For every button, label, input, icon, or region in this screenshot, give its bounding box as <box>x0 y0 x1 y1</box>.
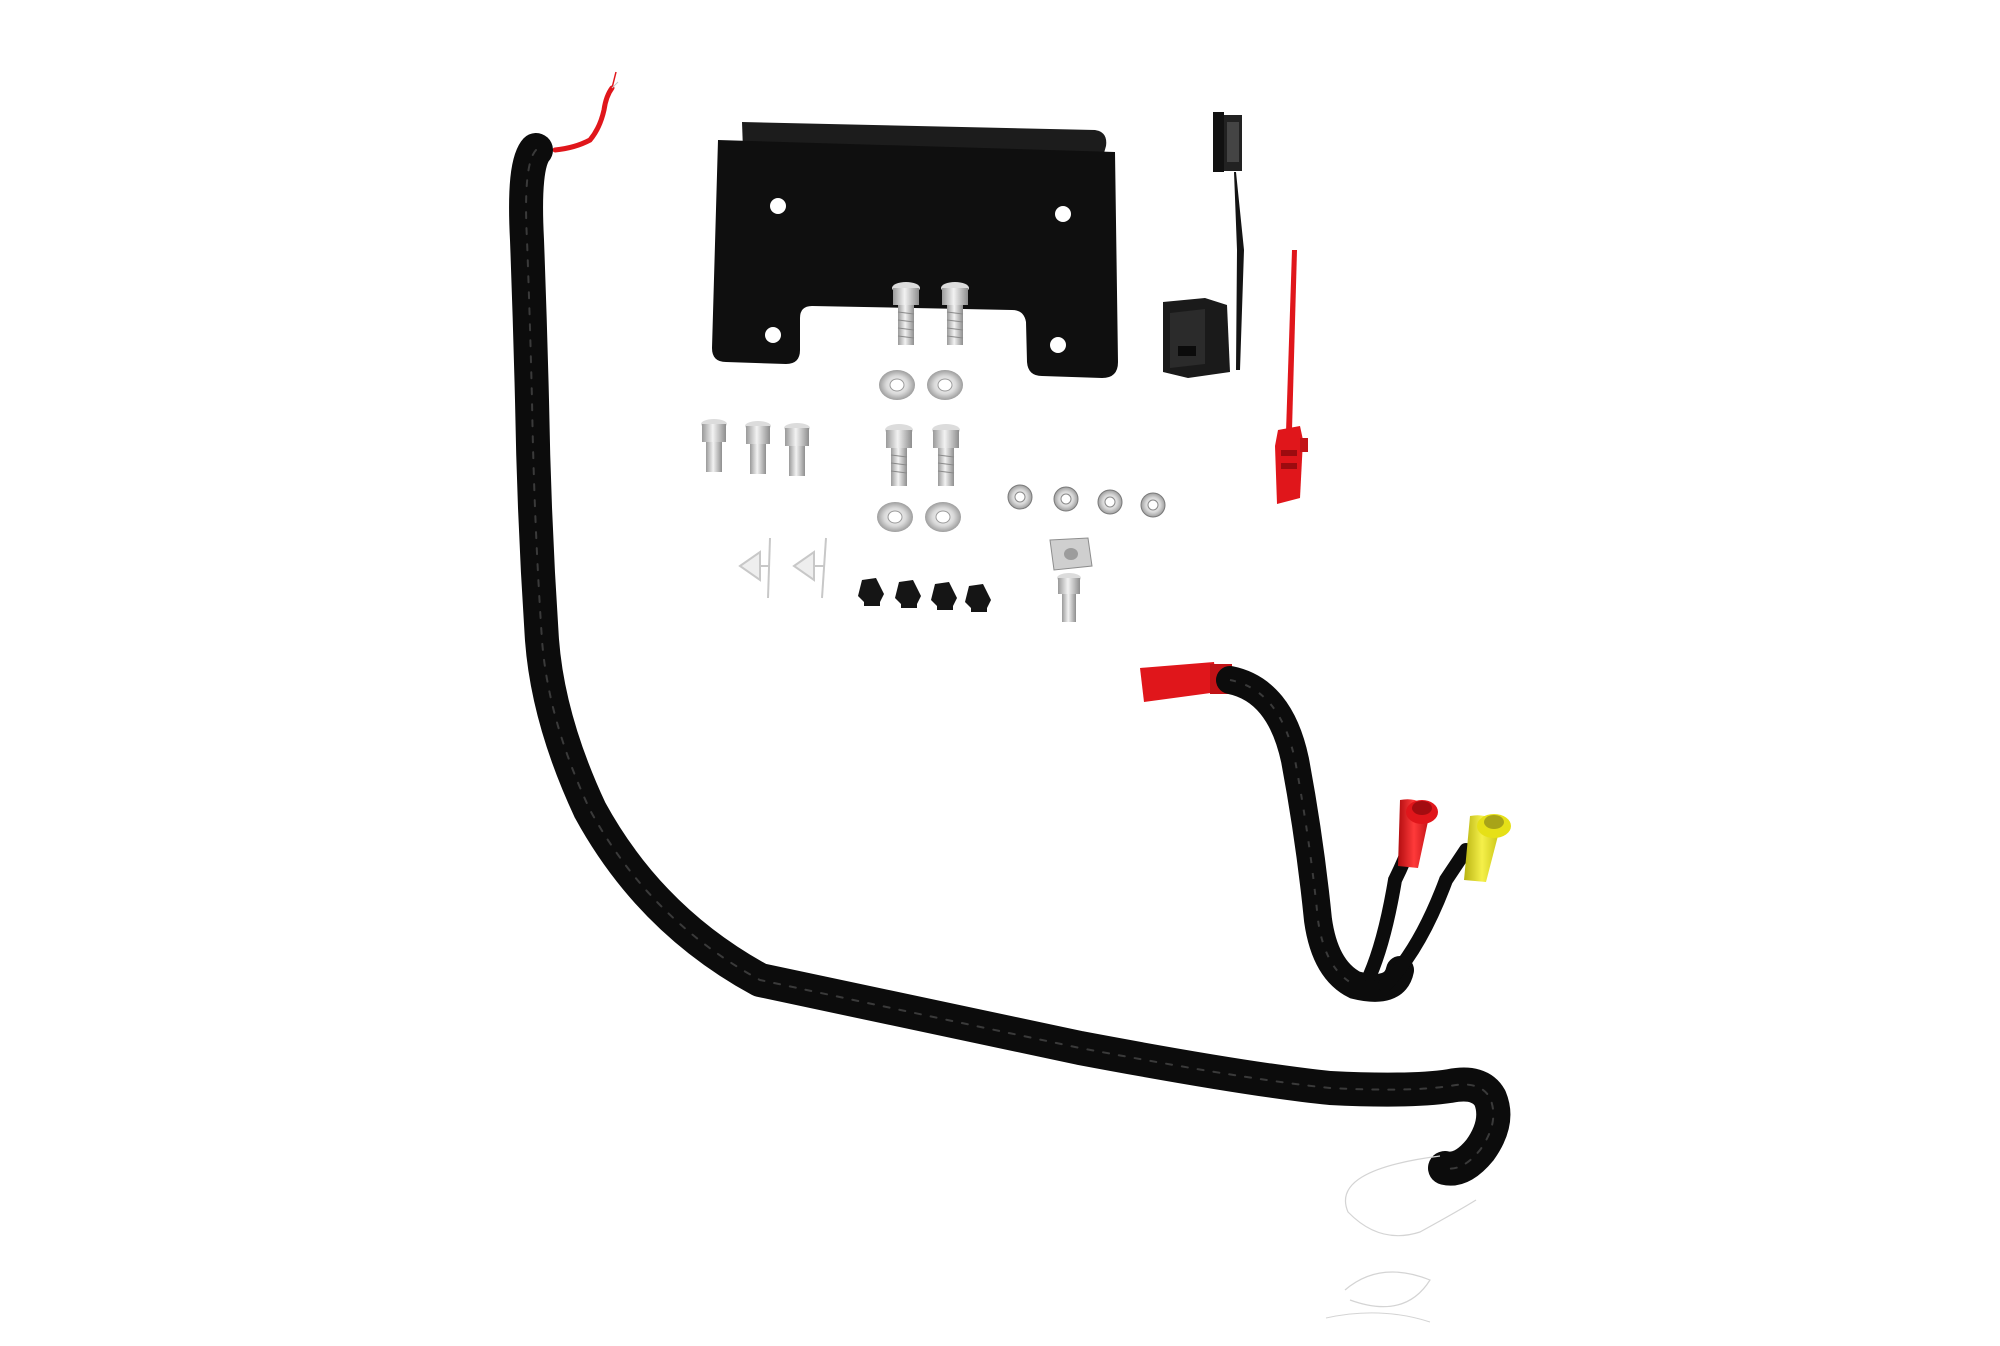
nut <box>1053 486 1079 512</box>
battery-lead <box>1140 662 1511 1002</box>
rivet <box>792 537 827 599</box>
clip <box>858 578 884 606</box>
screw <box>784 423 810 476</box>
lock-nuts <box>1007 484 1166 518</box>
connector-housing <box>1163 298 1230 378</box>
flat-washers <box>877 370 963 532</box>
screw <box>1057 573 1081 622</box>
speed-nut <box>1049 537 1093 571</box>
washer <box>879 370 915 400</box>
rivet <box>738 537 771 599</box>
bracket-hole <box>1055 206 1071 222</box>
washer <box>877 502 913 532</box>
red-cable-tie <box>1275 250 1308 504</box>
push-clips <box>858 578 991 612</box>
socket-cap-screws <box>701 282 1081 622</box>
screw <box>701 419 727 472</box>
screw <box>941 282 969 345</box>
mounting-bracket <box>712 122 1118 378</box>
nut <box>1097 489 1123 515</box>
screw <box>745 421 771 474</box>
red-terminal-cap <box>1398 799 1438 868</box>
bracket-hole <box>1050 337 1066 353</box>
washer <box>925 502 961 532</box>
clip <box>965 584 991 612</box>
screw <box>885 424 913 486</box>
bracket-hole <box>765 327 781 343</box>
clip <box>895 580 921 608</box>
nut <box>1007 484 1033 510</box>
screw <box>932 424 960 486</box>
wiring-harness <box>509 71 1511 1323</box>
bracket-hole <box>770 198 786 214</box>
screw <box>892 282 920 345</box>
washer <box>927 370 963 400</box>
push-rivets <box>738 537 827 599</box>
fuse-holder <box>1213 112 1244 370</box>
nut <box>1140 492 1166 518</box>
clip <box>931 582 957 610</box>
yellow-terminal-cap <box>1464 814 1511 882</box>
